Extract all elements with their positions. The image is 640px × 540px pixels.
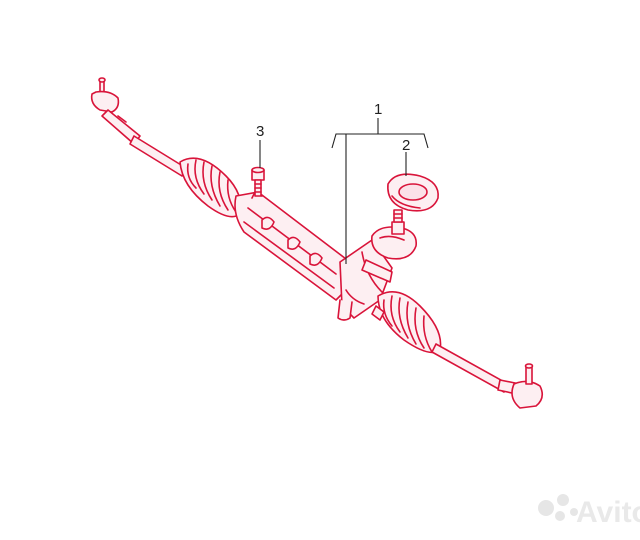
input-shaft-flange [361,209,418,283]
left-tie-rod [129,135,187,177]
right-boot [371,290,442,354]
rack-housing [234,189,351,301]
left-boot [179,157,242,218]
callout-leaders [259,118,429,264]
callout-1-bracket [331,133,429,149]
watermark-text: Avito [576,496,640,529]
watermark: Avito [538,494,640,529]
avito-logo-icon [538,494,578,521]
callout-1-label: 1 [374,101,382,118]
mounting-bolt [251,166,265,197]
steering-rack-assembly [90,77,544,409]
left-tie-rod-end [90,77,141,145]
callout-3-label: 3 [256,123,264,140]
callout-2-label: 2 [402,137,410,154]
right-tie-rod [431,343,509,393]
right-tie-rod-end [497,363,544,409]
pinion-seal [387,173,439,212]
